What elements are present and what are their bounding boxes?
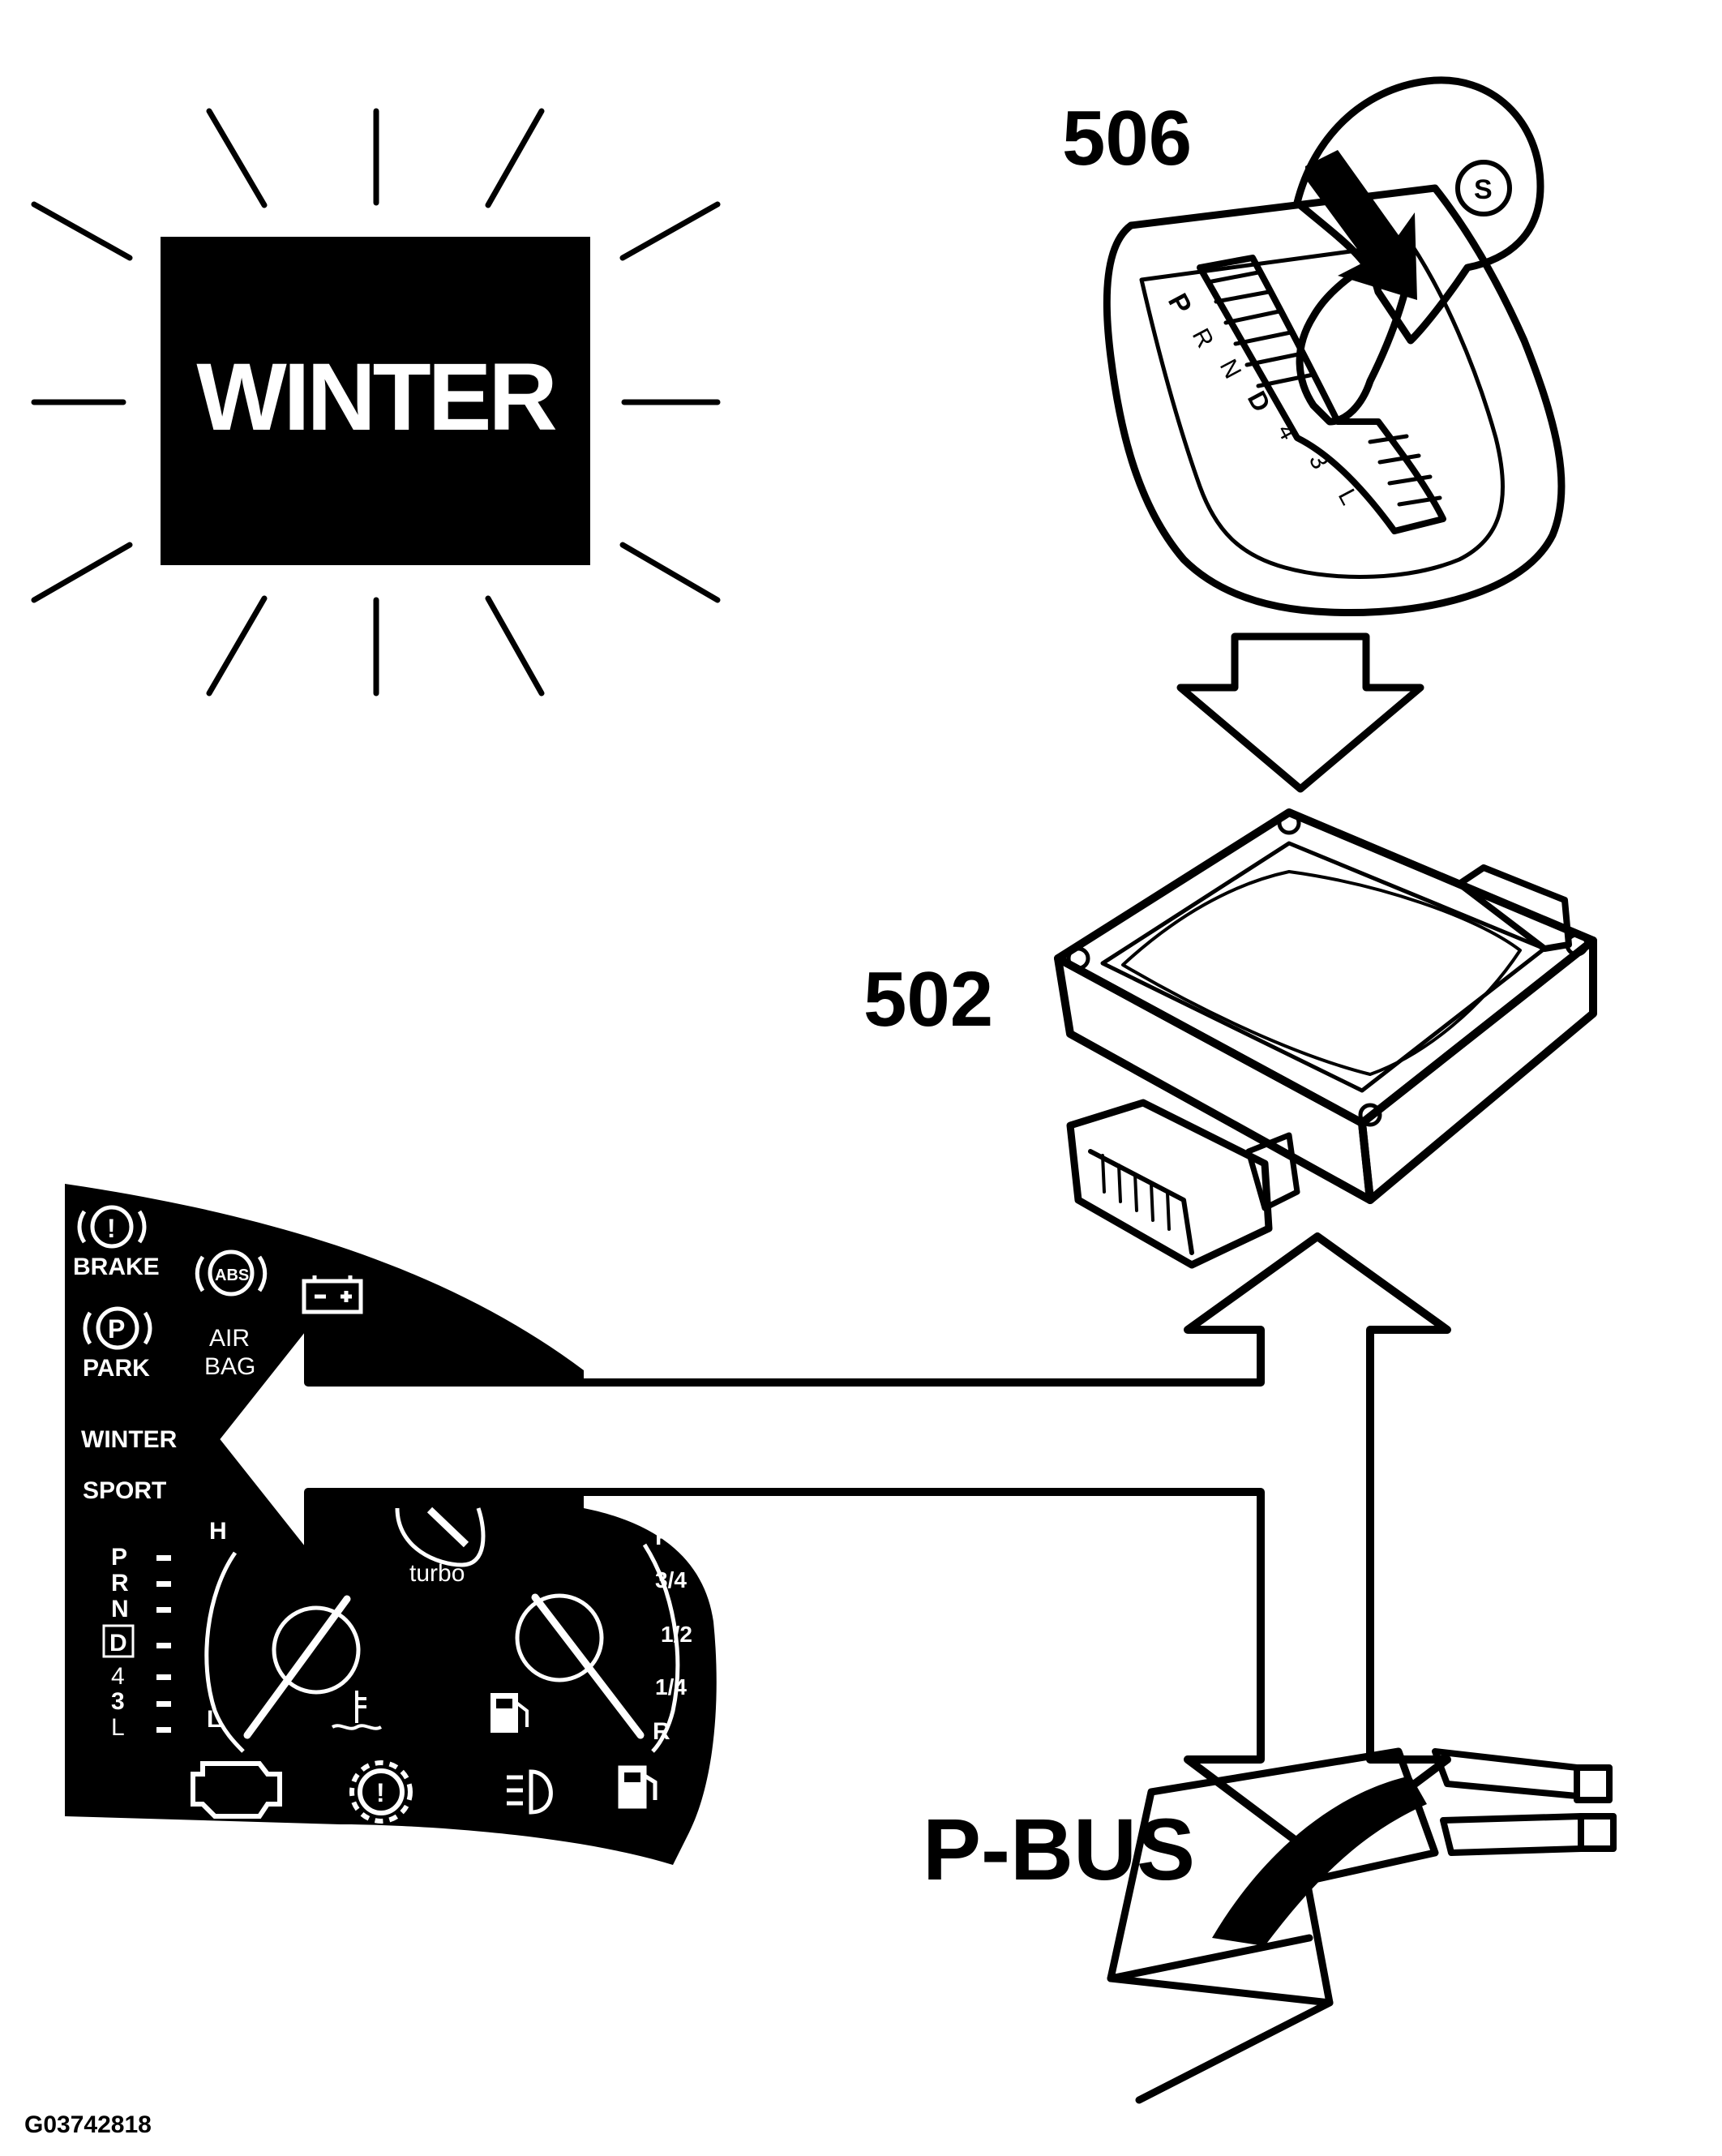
temp-high-label: H — [209, 1518, 227, 1545]
cluster-sport-label: SPORT — [83, 1477, 166, 1504]
data-flow-arrow — [211, 1232, 1451, 1861]
selector-letter: L — [1333, 485, 1363, 509]
gear-d-frame — [102, 1624, 135, 1658]
fuel-reserve-label: R — [653, 1718, 670, 1745]
selector-letter: N — [1214, 355, 1246, 384]
gear-letter: L — [111, 1714, 125, 1741]
slot-ribs — [1206, 270, 1442, 507]
selector-letter: R — [1187, 324, 1219, 353]
callout-506: 506 — [1062, 95, 1192, 182]
temperature-needle — [243, 1595, 351, 1739]
gear-letter: P — [111, 1544, 127, 1571]
winter-lamp-label: WINTER — [196, 344, 555, 451]
fuel-pump-icon — [490, 1693, 529, 1733]
gear-letter: 4 — [111, 1663, 125, 1690]
airbag-label-line1: AIR — [209, 1325, 250, 1352]
gear-letter: 3 — [111, 1688, 125, 1715]
control-module-illustration — [1054, 808, 1597, 1269]
key-icon — [1455, 160, 1512, 216]
brake-warning-icon — [77, 1205, 147, 1249]
fuel-gauge — [515, 1543, 680, 1753]
fuel-quarter-label: 1/4 — [655, 1674, 687, 1700]
fuel-full-label: F — [655, 1524, 670, 1550]
brake-exclaim: ! — [107, 1214, 116, 1243]
temperature-gauge — [204, 1551, 361, 1753]
fuel-half-label: 1/2 — [661, 1622, 692, 1647]
temp-low-label: L — [207, 1706, 221, 1733]
callout-502: 502 — [863, 956, 993, 1043]
cluster-winter-label: WINTER — [81, 1426, 178, 1453]
turbo-gauge — [395, 1507, 486, 1567]
airbag-label-line2: BAG — [204, 1353, 255, 1380]
selector-position-letters: P R N D 4 3 L — [1162, 289, 1363, 509]
headlight-icon — [507, 1769, 553, 1815]
park-p: P — [108, 1314, 125, 1344]
gear-letter: D — [109, 1630, 127, 1657]
callout-p-bus: P-BUS — [923, 1800, 1195, 1898]
gear-letter: N — [111, 1596, 129, 1622]
winter-lamp-illustration: WINTER — [31, 108, 721, 697]
abs-icon — [195, 1249, 268, 1297]
park-label: PARK — [83, 1355, 150, 1382]
transmission-icon — [349, 1760, 413, 1824]
gear-letter: R — [111, 1570, 129, 1597]
light-rays — [31, 108, 721, 697]
gear-indicator-dashes — [156, 1555, 171, 1733]
fuel-low-icon — [618, 1765, 658, 1809]
engine-check-icon — [191, 1761, 282, 1819]
fuel-needle — [531, 1593, 645, 1739]
figure-id: G03742818 — [24, 2111, 152, 2138]
fuel-three-quarter-label: 3/4 — [655, 1567, 687, 1592]
gear-indicator: P R N D 4 3 L — [102, 1544, 171, 1741]
instrument-cluster: ! BRAKE ABS P PARK AIR BAG W — [65, 1184, 717, 1865]
push-arrow-icon — [1305, 150, 1417, 300]
abs-label: ABS — [215, 1267, 249, 1284]
p-bus-cable-illustration — [1107, 1747, 1617, 2104]
winter-lamp-box — [161, 237, 590, 565]
transmission-exclaim: ! — [376, 1778, 385, 1807]
brake-label: BRAKE — [73, 1254, 160, 1280]
park-brake-icon — [83, 1306, 152, 1350]
coolant-temp-icon — [331, 1691, 383, 1730]
selector-letter: P — [1162, 289, 1197, 319]
turbo-label: turbo — [409, 1560, 465, 1587]
down-arrow-icon — [1176, 632, 1424, 793]
battery-icon — [302, 1275, 363, 1314]
cluster-panel — [65, 1184, 717, 1865]
key-icon-letter: S — [1474, 174, 1493, 205]
